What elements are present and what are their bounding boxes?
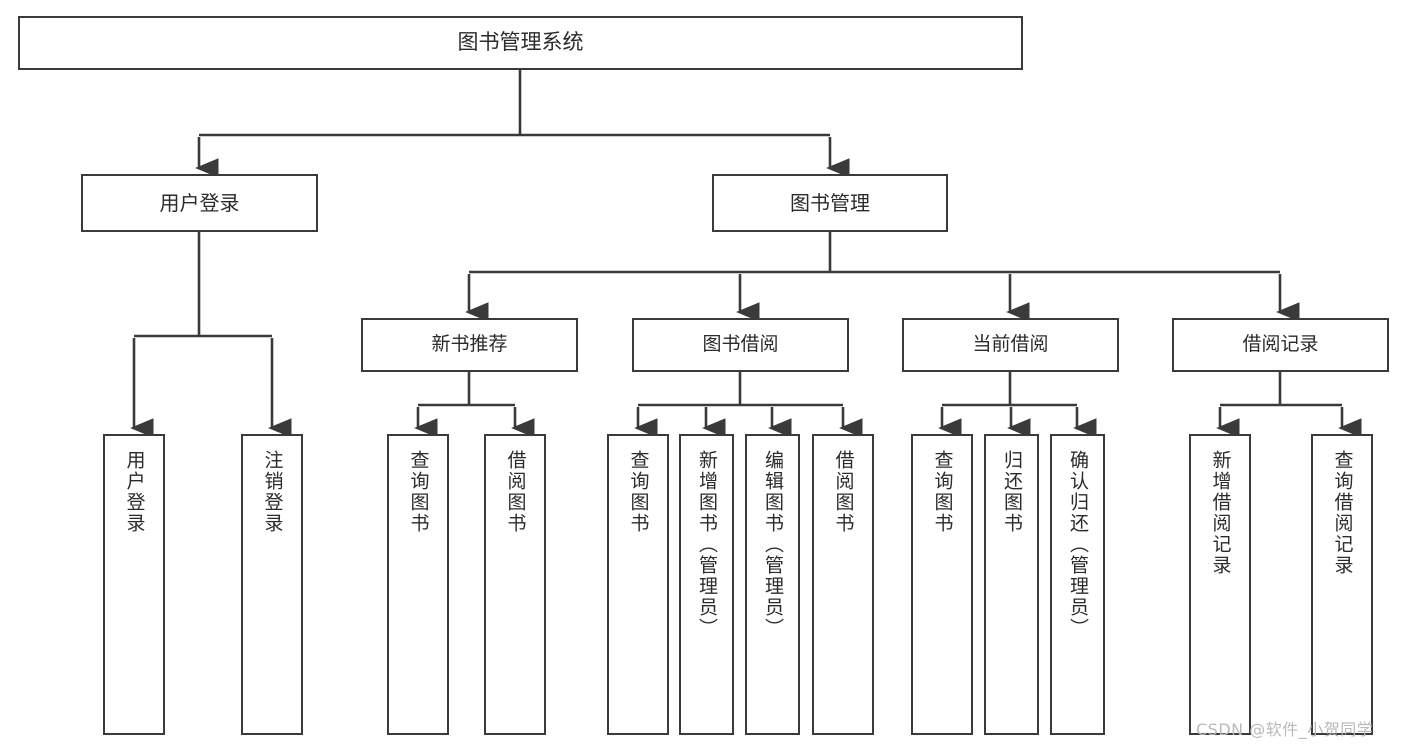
node-leaf-borrow-book-1-label: 借阅图书 [504,450,527,534]
node-leaf-add-book-label: 新增图书（管理员） [696,450,718,639]
node-leaf-borrow-book-1[interactable]: 借阅图书 [484,434,546,735]
node-leaf-query-book-3-label: 查询图书 [931,450,954,534]
node-leaf-confirm-return-label: 确认归还（管理员） [1067,450,1089,639]
node-leaf-edit-book-label: 编辑图书（管理员） [762,450,784,639]
node-book-manage-label: 图书管理 [790,190,870,215]
node-book-borrow[interactable]: 图书借阅 [632,318,849,372]
node-user-login-label: 用户登录 [159,190,240,215]
node-leaf-return-book[interactable]: 归还图书 [984,434,1039,735]
node-book-borrow-label: 图书借阅 [702,333,779,356]
node-borrow-record-label: 借阅记录 [1242,333,1319,356]
node-leaf-borrow-book-2[interactable]: 借阅图书 [812,434,874,735]
node-leaf-query-book-2-label: 查询图书 [627,450,650,534]
node-leaf-borrow-book-2-label: 借阅图书 [832,450,855,534]
node-leaf-query-book-2[interactable]: 查询图书 [607,434,669,735]
node-leaf-edit-book[interactable]: 编辑图书（管理员） [745,434,800,735]
node-new-book-recommend-label: 新书推荐 [431,333,508,356]
node-leaf-return-book-label: 归还图书 [1001,450,1023,534]
node-leaf-user-login[interactable]: 用户登录 [103,434,165,735]
node-book-manage[interactable]: 图书管理 [712,174,948,232]
node-leaf-add-borrow-record-label: 新增借阅记录 [1209,450,1232,576]
node-leaf-add-book[interactable]: 新增图书（管理员） [679,434,734,735]
node-current-borrow[interactable]: 当前借阅 [902,318,1119,372]
node-leaf-query-book-1[interactable]: 查询图书 [387,434,449,735]
node-leaf-query-borrow-record-label: 查询借阅记录 [1331,450,1354,576]
csdn-watermark: CSDN @软件_小贺同学 [1196,720,1374,739]
node-leaf-user-logout[interactable]: 注销登录 [241,434,303,735]
node-current-borrow-label: 当前借阅 [972,333,1049,356]
node-leaf-confirm-return[interactable]: 确认归还（管理员） [1050,434,1105,735]
node-leaf-query-book-3[interactable]: 查询图书 [911,434,973,735]
node-leaf-query-borrow-record[interactable]: 查询借阅记录 [1311,434,1373,735]
node-borrow-record[interactable]: 借阅记录 [1172,318,1389,372]
node-leaf-add-borrow-record[interactable]: 新增借阅记录 [1189,434,1251,735]
node-leaf-user-logout-label: 注销登录 [261,450,284,534]
node-user-login[interactable]: 用户登录 [81,174,318,232]
node-leaf-user-login-label: 用户登录 [123,450,146,534]
node-new-book-recommend[interactable]: 新书推荐 [361,318,578,372]
node-root-label: 图书管理系统 [457,30,584,55]
node-root[interactable]: 图书管理系统 [18,16,1023,70]
node-leaf-query-book-1-label: 查询图书 [407,450,430,534]
